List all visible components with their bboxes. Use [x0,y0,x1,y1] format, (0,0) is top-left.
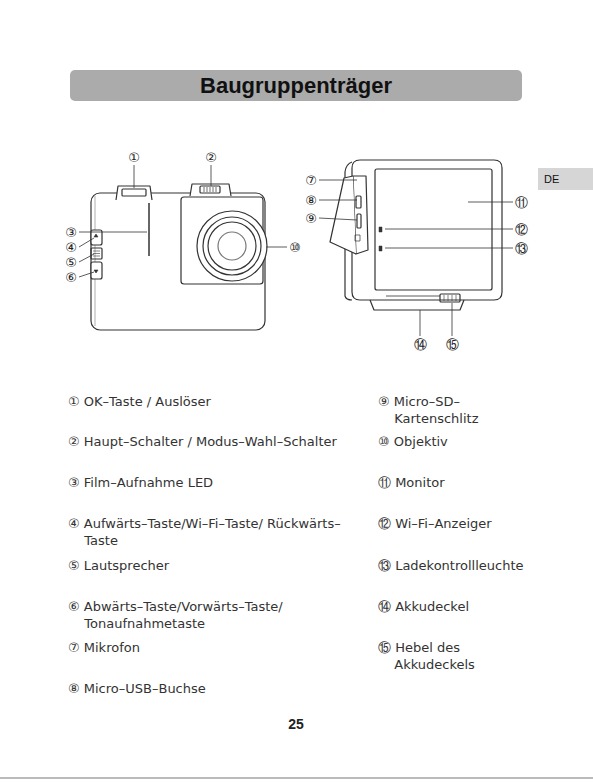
callout-number: ⑮ [446,338,459,351]
part-name: ⑬ Ladekontrollleuchte [378,557,539,574]
callout-number: ④ [65,241,77,254]
part-name: ⑮ Hebel des Akkudeckels [378,639,539,673]
part-name: ⑩ Objektiv [378,433,539,450]
callout-number: ⑬ [515,242,528,255]
part-name: ⑧ Micro–USB–Buchse [68,680,374,697]
title: Baugruppenträger [200,73,392,99]
callout-number: ⑤ [65,256,77,269]
part-name: ⑤ Lautsprecher [68,557,374,574]
callout-number: ① [128,151,140,164]
callout-number: ⑩ [289,241,301,254]
callout-number: ⑭ [414,338,427,351]
part-name: ⑥ Abwärts–Taste/Vorwärts–Taste/ Tonaufna… [68,598,374,632]
callout-number: ⑨ [305,212,317,225]
page-number: 25 [288,716,304,732]
part-name: ⑫ Wi–Fi–Anzeiger [378,515,539,532]
part-name: ⑦ Mikrofon [68,639,374,656]
callout-number: ⑦ [305,174,317,187]
language-tab: DE [538,168,593,190]
language-code: DE [544,173,559,185]
part-name: ③ Film–Aufnahme LED [68,474,374,491]
part-name: ⑨ Micro–SD– Kartenschlitz [378,393,539,427]
part-name: ① OK–Taste / Auslöser [68,393,374,410]
callout-number: ⑧ [305,194,317,207]
part-name: ⑭ Akkudeckel [378,598,539,615]
callout-number: ② [205,151,217,164]
part-name: ④ Aufwärts–Taste/Wi–Fi–Taste/ Rückwärts–… [68,515,374,549]
part-name: ⑪ Monitor [378,474,539,491]
callout-number: ⑪ [515,196,528,209]
callout-number: ⑥ [65,271,77,284]
callout-number: ⑫ [515,223,528,236]
part-name: ② Haupt–Schalter / Modus–Wahl–Schalter [68,433,374,450]
callout-number: ③ [65,226,77,239]
title-band: Baugruppenträger [70,70,522,101]
